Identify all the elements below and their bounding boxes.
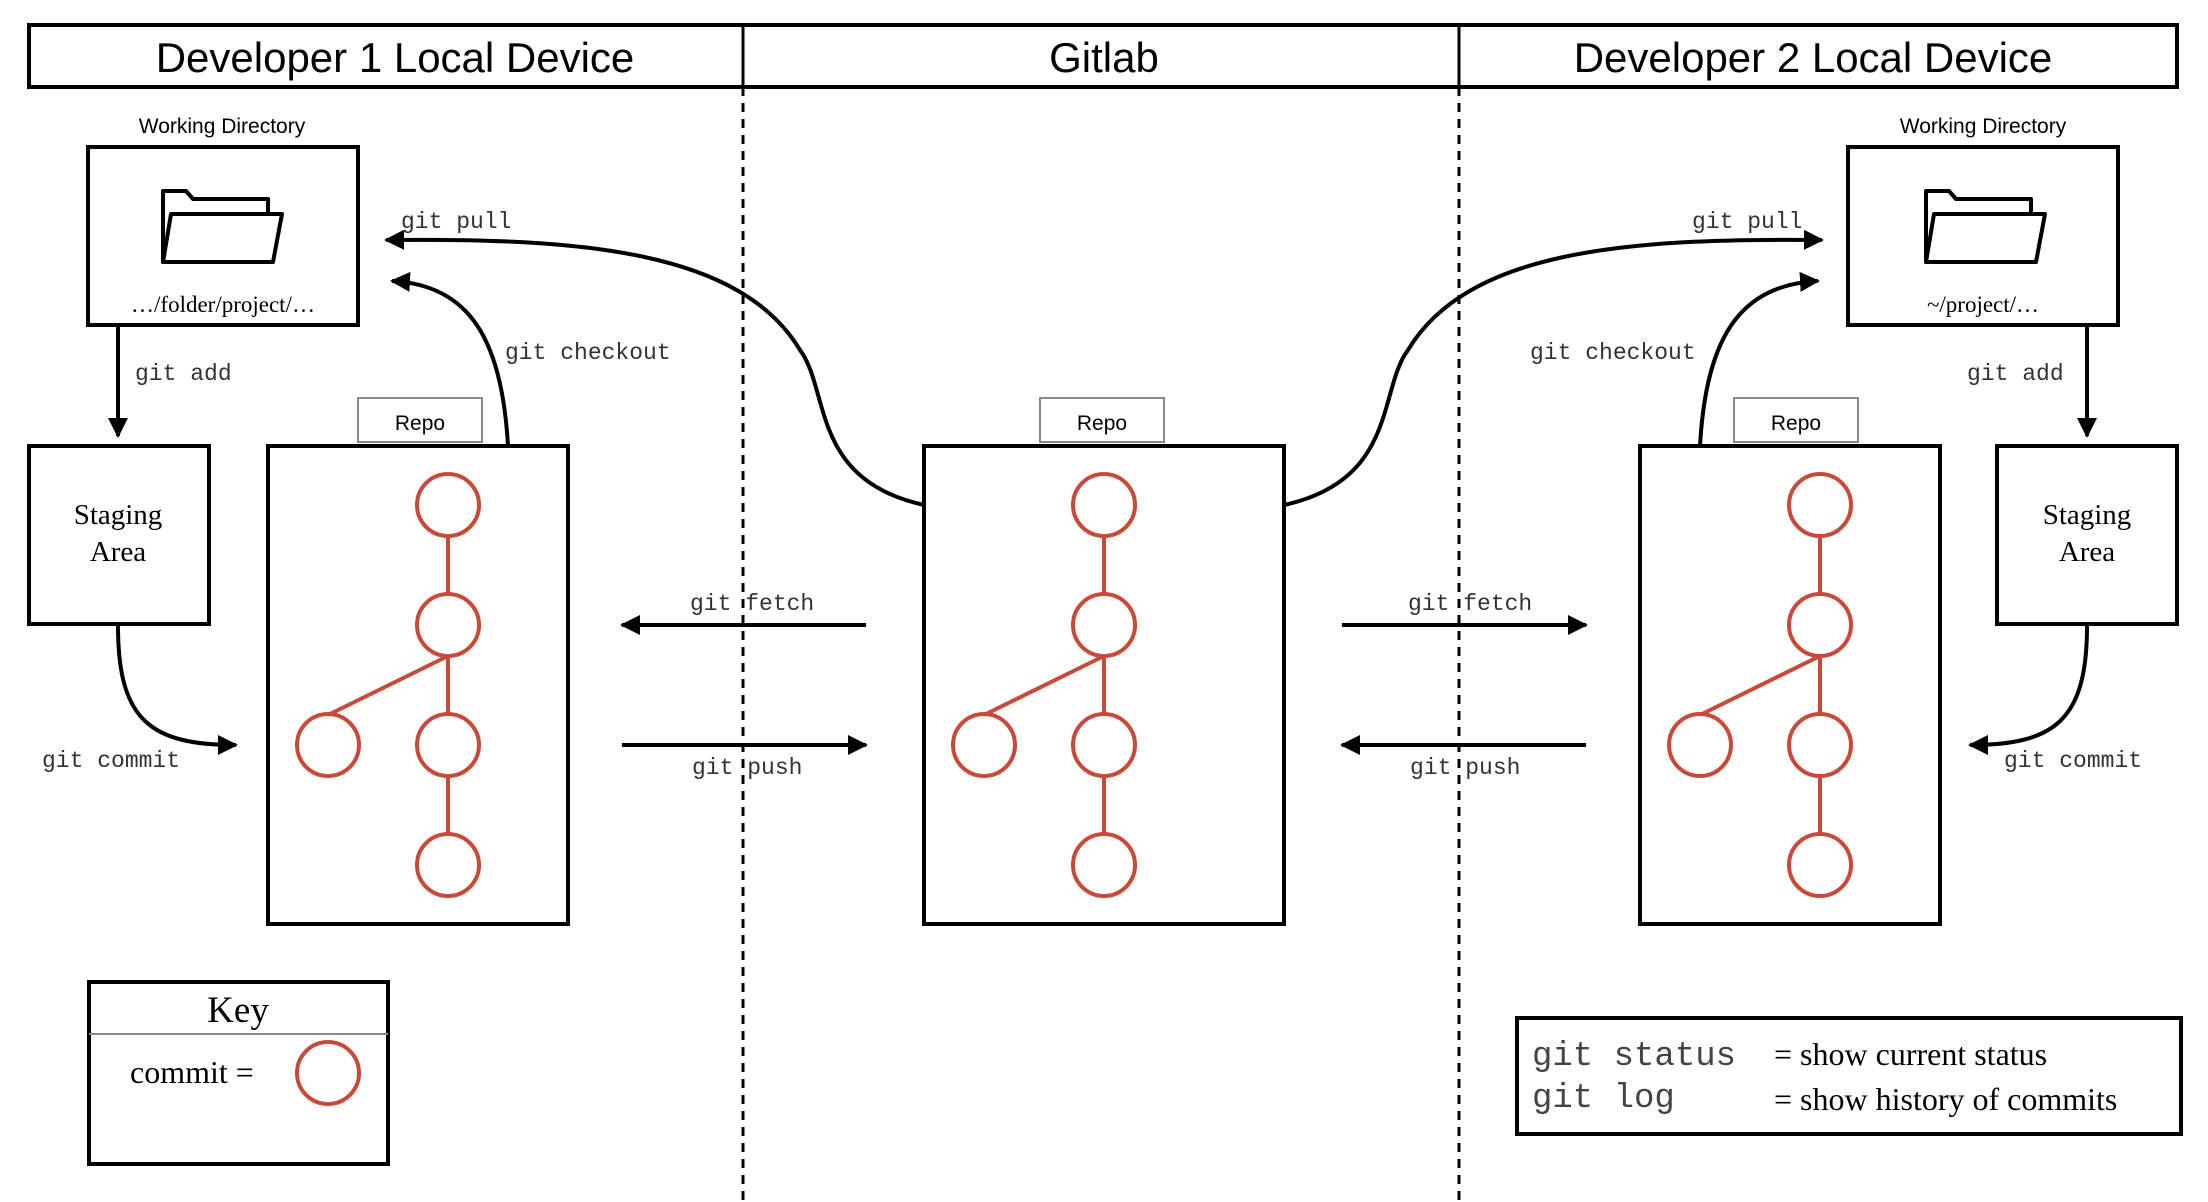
dev2-checkout-arrow bbox=[1698, 271, 1820, 447]
graph-edge bbox=[1699, 654, 1821, 717]
commit-node bbox=[415, 712, 481, 778]
commit-node bbox=[295, 712, 361, 778]
commit-node bbox=[1787, 592, 1853, 658]
header-dev2-title: Developer 2 Local Device bbox=[1574, 34, 2053, 81]
dev1-working-dir-label: Working Directory bbox=[139, 115, 306, 138]
legend-status-cmd: git status bbox=[1532, 1038, 1736, 1076]
dev2-fetch-label: git fetch bbox=[1408, 591, 1532, 617]
commit-node bbox=[951, 712, 1017, 778]
dev1-fetch-label: git fetch bbox=[690, 591, 814, 617]
dev1-path: …/folder/project/… bbox=[131, 292, 315, 317]
key-commit-label: commit = bbox=[130, 1054, 254, 1090]
gitlab-repo: Repo bbox=[922, 397, 1286, 926]
dev1-working-directory: …/folder/project/… bbox=[86, 145, 360, 327]
dev2-staging-area: Staging Area bbox=[1995, 444, 2179, 626]
commit-node bbox=[1787, 712, 1853, 778]
dev1-repo: Repo bbox=[266, 397, 570, 926]
dev2-add-label: git add bbox=[1967, 361, 2064, 387]
folder-icon bbox=[1924, 189, 2047, 264]
header-gitlab-title: Gitlab bbox=[1049, 34, 1159, 81]
header-bar: Developer 1 Local Device Gitlab Develope… bbox=[27, 23, 2179, 89]
dev2-path: ~/project/… bbox=[1927, 292, 2039, 317]
dev1-staging-area: Staging Area bbox=[27, 444, 211, 626]
commit-node bbox=[1787, 832, 1853, 898]
commit-node bbox=[1667, 712, 1733, 778]
dev2-commit-label: git commit bbox=[2004, 748, 2142, 774]
dev1-add-label: git add bbox=[135, 361, 232, 387]
legend-status-desc: = show current status bbox=[1774, 1036, 2047, 1072]
commit-node bbox=[415, 832, 481, 898]
key-title: Key bbox=[207, 990, 269, 1031]
dev1-repo-label: Repo bbox=[395, 412, 445, 435]
gitlab-commit-graph bbox=[951, 472, 1137, 898]
legend-log-cmd: git log bbox=[1532, 1080, 1675, 1118]
dev1-commit-label: git commit bbox=[42, 748, 180, 774]
commit-node bbox=[1071, 832, 1137, 898]
dev2-staging-line1: Staging bbox=[2043, 499, 2132, 531]
commit-node bbox=[295, 1040, 361, 1106]
commit-node bbox=[415, 592, 481, 658]
dev2-commit-graph bbox=[1667, 472, 1853, 898]
dev2-working-dir-label: Working Directory bbox=[1900, 115, 2067, 138]
dev1-commit-graph bbox=[295, 472, 481, 898]
dev2-repo-label: Repo bbox=[1771, 412, 1821, 435]
commit-node bbox=[415, 472, 481, 538]
dev1-pull-label: git pull bbox=[401, 209, 511, 235]
dev2-commit-arrow bbox=[1968, 625, 2089, 755]
dev1-staging-line2: Area bbox=[90, 536, 146, 568]
dev1-checkout-label: git checkout bbox=[505, 340, 671, 366]
graph-edge bbox=[327, 654, 449, 717]
dev2-push-label: git push bbox=[1410, 755, 1520, 781]
command-legend: git status = show current status git log… bbox=[1515, 1016, 2183, 1136]
key-box: Key commit = bbox=[87, 980, 390, 1166]
dev2-working-directory: ~/project/… bbox=[1846, 145, 2120, 327]
dev1-checkout-arrow bbox=[390, 271, 510, 447]
gitlab-repo-label: Repo bbox=[1077, 412, 1127, 435]
commit-node bbox=[1071, 592, 1137, 658]
dev1-push-label: git push bbox=[692, 755, 802, 781]
dev1-staging-line1: Staging bbox=[74, 499, 163, 531]
dev2-pull-label: git pull bbox=[1692, 209, 1802, 235]
graph-edge bbox=[983, 654, 1105, 717]
folder-icon bbox=[161, 189, 284, 264]
dev1-pull-arrow bbox=[384, 229, 925, 507]
commit-node bbox=[1071, 472, 1137, 538]
commit-node bbox=[1071, 712, 1137, 778]
commit-node bbox=[1787, 472, 1853, 538]
dev1-commit-arrow bbox=[116, 625, 238, 755]
dev2-staging-line2: Area bbox=[2059, 536, 2115, 568]
dev2-checkout-label: git checkout bbox=[1530, 340, 1696, 366]
dev2-repo: Repo bbox=[1638, 397, 1942, 926]
legend-log-desc: = show history of commits bbox=[1774, 1081, 2117, 1117]
header-dev1-title: Developer 1 Local Device bbox=[156, 34, 635, 81]
dev2-pull-arrow bbox=[1283, 229, 1824, 507]
